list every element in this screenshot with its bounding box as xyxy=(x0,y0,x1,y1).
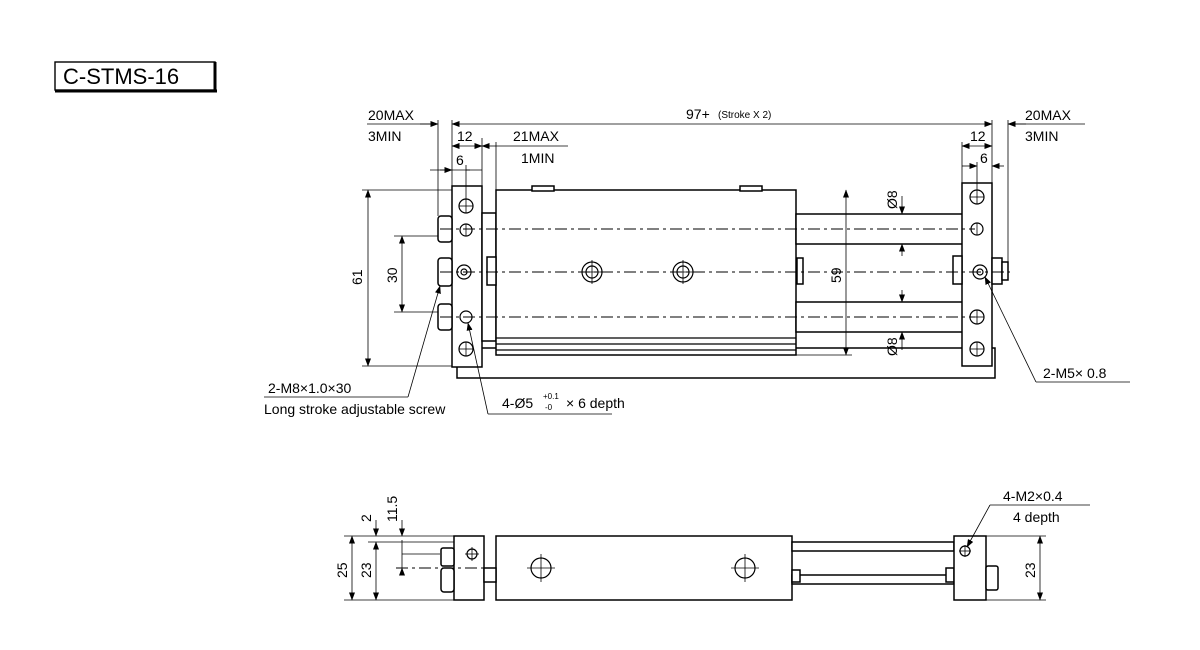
callout-pin-hole-tol-lower: -0 xyxy=(545,403,553,412)
dim-height-30: 30 xyxy=(384,267,400,283)
dim-stroke-adjust-min: 1MIN xyxy=(521,150,554,166)
top-view: 97+ (Stroke X 2) 20MAX 3MIN 12 6 21MAX 1… xyxy=(264,106,1130,417)
dim-overall-length: 97+ xyxy=(686,106,710,122)
model-label: C-STMS-16 xyxy=(54,61,217,93)
dim-side-2: 2 xyxy=(358,514,374,522)
dim-left-adjust-max: 20MAX xyxy=(368,107,415,123)
model-label-text: C-STMS-16 xyxy=(63,64,179,89)
dim-right-plate-12: 12 xyxy=(970,128,986,144)
dim-side-11-5: 11.5 xyxy=(384,496,400,522)
callout-pin-hole-suffix: × 6 depth xyxy=(566,395,625,411)
callout-port-spec: 2-M5× 0.8 xyxy=(1043,365,1107,381)
side-view: 25 23 2 11.5 23 4-M2×0.4 4 depth xyxy=(334,488,1090,601)
callout-pin-hole-prefix: 4-Ø5 xyxy=(502,395,533,411)
dim-left-plate-6: 6 xyxy=(456,152,464,168)
right-end-plate xyxy=(961,182,993,367)
dim-side-25: 25 xyxy=(334,562,350,578)
callout-screw-desc: Long stroke adjustable screw xyxy=(264,401,446,417)
dim-side-23-right: 23 xyxy=(1022,562,1038,578)
callout-screw-spec: 2-M8×1.0×30 xyxy=(268,380,351,396)
body-ports xyxy=(580,260,695,284)
dim-right-adjust-min: 3MIN xyxy=(1025,128,1058,144)
dim-side-23-left: 23 xyxy=(358,562,374,578)
dim-height-59: 59 xyxy=(828,267,844,283)
dim-right-plate-6: 6 xyxy=(980,150,988,166)
dim-right-adjust-max: 20MAX xyxy=(1025,107,1072,123)
side-right-end-plate xyxy=(953,535,987,601)
callout-pin-hole-tol-upper: +0.1 xyxy=(543,392,559,401)
dim-rod-dia-top: Ø8 xyxy=(884,190,900,209)
cylinder-body xyxy=(495,189,797,356)
dim-left-adjust-min: 3MIN xyxy=(368,128,401,144)
callout-tap-depth: 4 depth xyxy=(1013,509,1060,525)
callout-tap-spec: 4-M2×0.4 xyxy=(1003,488,1063,504)
dim-stroke-adjust-max: 21MAX xyxy=(513,128,560,144)
dim-left-plate-12: 12 xyxy=(457,128,473,144)
dim-rod-dia-bottom: Ø8 xyxy=(884,337,900,356)
dim-overall-length-note: (Stroke X 2) xyxy=(718,110,771,121)
dim-height-61: 61 xyxy=(349,269,365,285)
